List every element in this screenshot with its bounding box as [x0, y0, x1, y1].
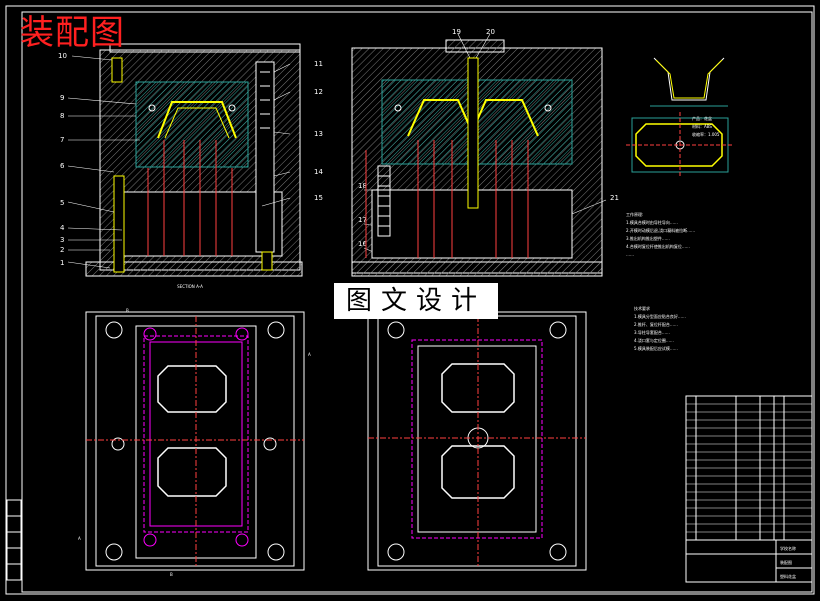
notes2-line: 5.模具装配后应试模……	[634, 345, 678, 351]
notes1-line: ……	[626, 252, 634, 257]
callout-label: 13	[314, 130, 323, 138]
notes2-line: 1.模具分型面应贴合良好……	[634, 313, 686, 319]
callout-label: 4	[60, 224, 65, 232]
drawing-title: 装配图	[20, 13, 125, 53]
svg-text:B: B	[126, 308, 129, 313]
callout-label: 19	[452, 28, 461, 36]
left-margin-strips	[6, 499, 22, 581]
callout-leader	[67, 261, 111, 269]
callout-label: 2	[60, 246, 64, 254]
notes2-heading: 技术要求	[634, 305, 650, 311]
spec-line2: 材料：ABS	[692, 123, 712, 129]
title-block-name: 装配图	[780, 559, 792, 565]
spec-line3: 收缩率：1.005	[692, 131, 720, 137]
notes1-line: 3.推出机构推出塑件……	[626, 235, 670, 241]
callout-leader	[67, 201, 115, 213]
banner-text: 图文设计	[334, 283, 498, 319]
callout-label: 7	[60, 136, 64, 144]
svg-text:A: A	[308, 352, 311, 357]
callout-label: 10	[58, 52, 67, 60]
section-caption: SECTION A-A	[177, 284, 203, 289]
callout-label: 5	[60, 199, 64, 207]
notes1-line: 1.模具合模时由导柱导向……	[626, 219, 678, 225]
notes1-line: 2.开模时动模后退,浇口凝料被拉断……	[626, 227, 695, 233]
notes-block: 工作原理: 1.模具合模时由导柱导向…… 2.开模时动模后退,浇口凝料被拉断………	[626, 211, 695, 351]
callout-leader	[273, 63, 291, 73]
title-block: 学校名称 装配图 塑料花盆	[685, 539, 813, 583]
plan-view-right	[367, 311, 587, 571]
part-views: 产品：花盆 材料：ABS 收缩率：1.005	[626, 57, 734, 178]
outer-frame	[5, 5, 815, 595]
title-block-school: 学校名称	[780, 545, 796, 551]
callout-leader	[67, 227, 123, 231]
callout-leader	[273, 171, 291, 177]
spec-line1: 产品：花盆	[692, 115, 712, 121]
callout-label: 6	[60, 162, 65, 170]
callout-label: 11	[314, 60, 323, 68]
callout-label: 8	[60, 112, 64, 120]
callout-label: 21	[610, 194, 619, 202]
callout-label: 3	[60, 236, 64, 244]
callout-leader	[71, 55, 113, 61]
section-markers: B B A A	[78, 308, 311, 577]
notes1-heading: 工作原理:	[626, 211, 643, 217]
callout-leader	[261, 197, 291, 207]
notes1-line: 4.合模时复位杆使推出机构复位……	[626, 243, 690, 249]
notes2-line: 3.导柱导套配合……	[634, 329, 670, 335]
left-section-view: SECTION A-A	[85, 43, 303, 289]
callout-label: 15	[314, 194, 323, 202]
callout-leader	[273, 91, 291, 101]
callout-label: 9	[60, 94, 64, 102]
callout-label: 14	[314, 168, 323, 176]
callout-leader	[273, 131, 291, 135]
title-block-org: 塑料花盆	[780, 573, 796, 579]
notes2-line: 2.推杆、复位杆配合……	[634, 321, 678, 327]
notes2-line: 4.浇口套与定位圈……	[634, 337, 674, 343]
svg-text:B: B	[170, 572, 173, 577]
callout-label: 20	[486, 28, 495, 36]
inner-frame	[21, 11, 813, 593]
callout-leader	[67, 97, 137, 105]
svg-text:A: A	[78, 536, 81, 541]
callout-label: 1	[60, 259, 64, 267]
right-section-view	[351, 39, 603, 277]
callout-leader	[67, 165, 115, 173]
bom-table	[685, 395, 813, 583]
plan-view-left	[85, 311, 305, 571]
callout-label: 12	[314, 88, 323, 96]
